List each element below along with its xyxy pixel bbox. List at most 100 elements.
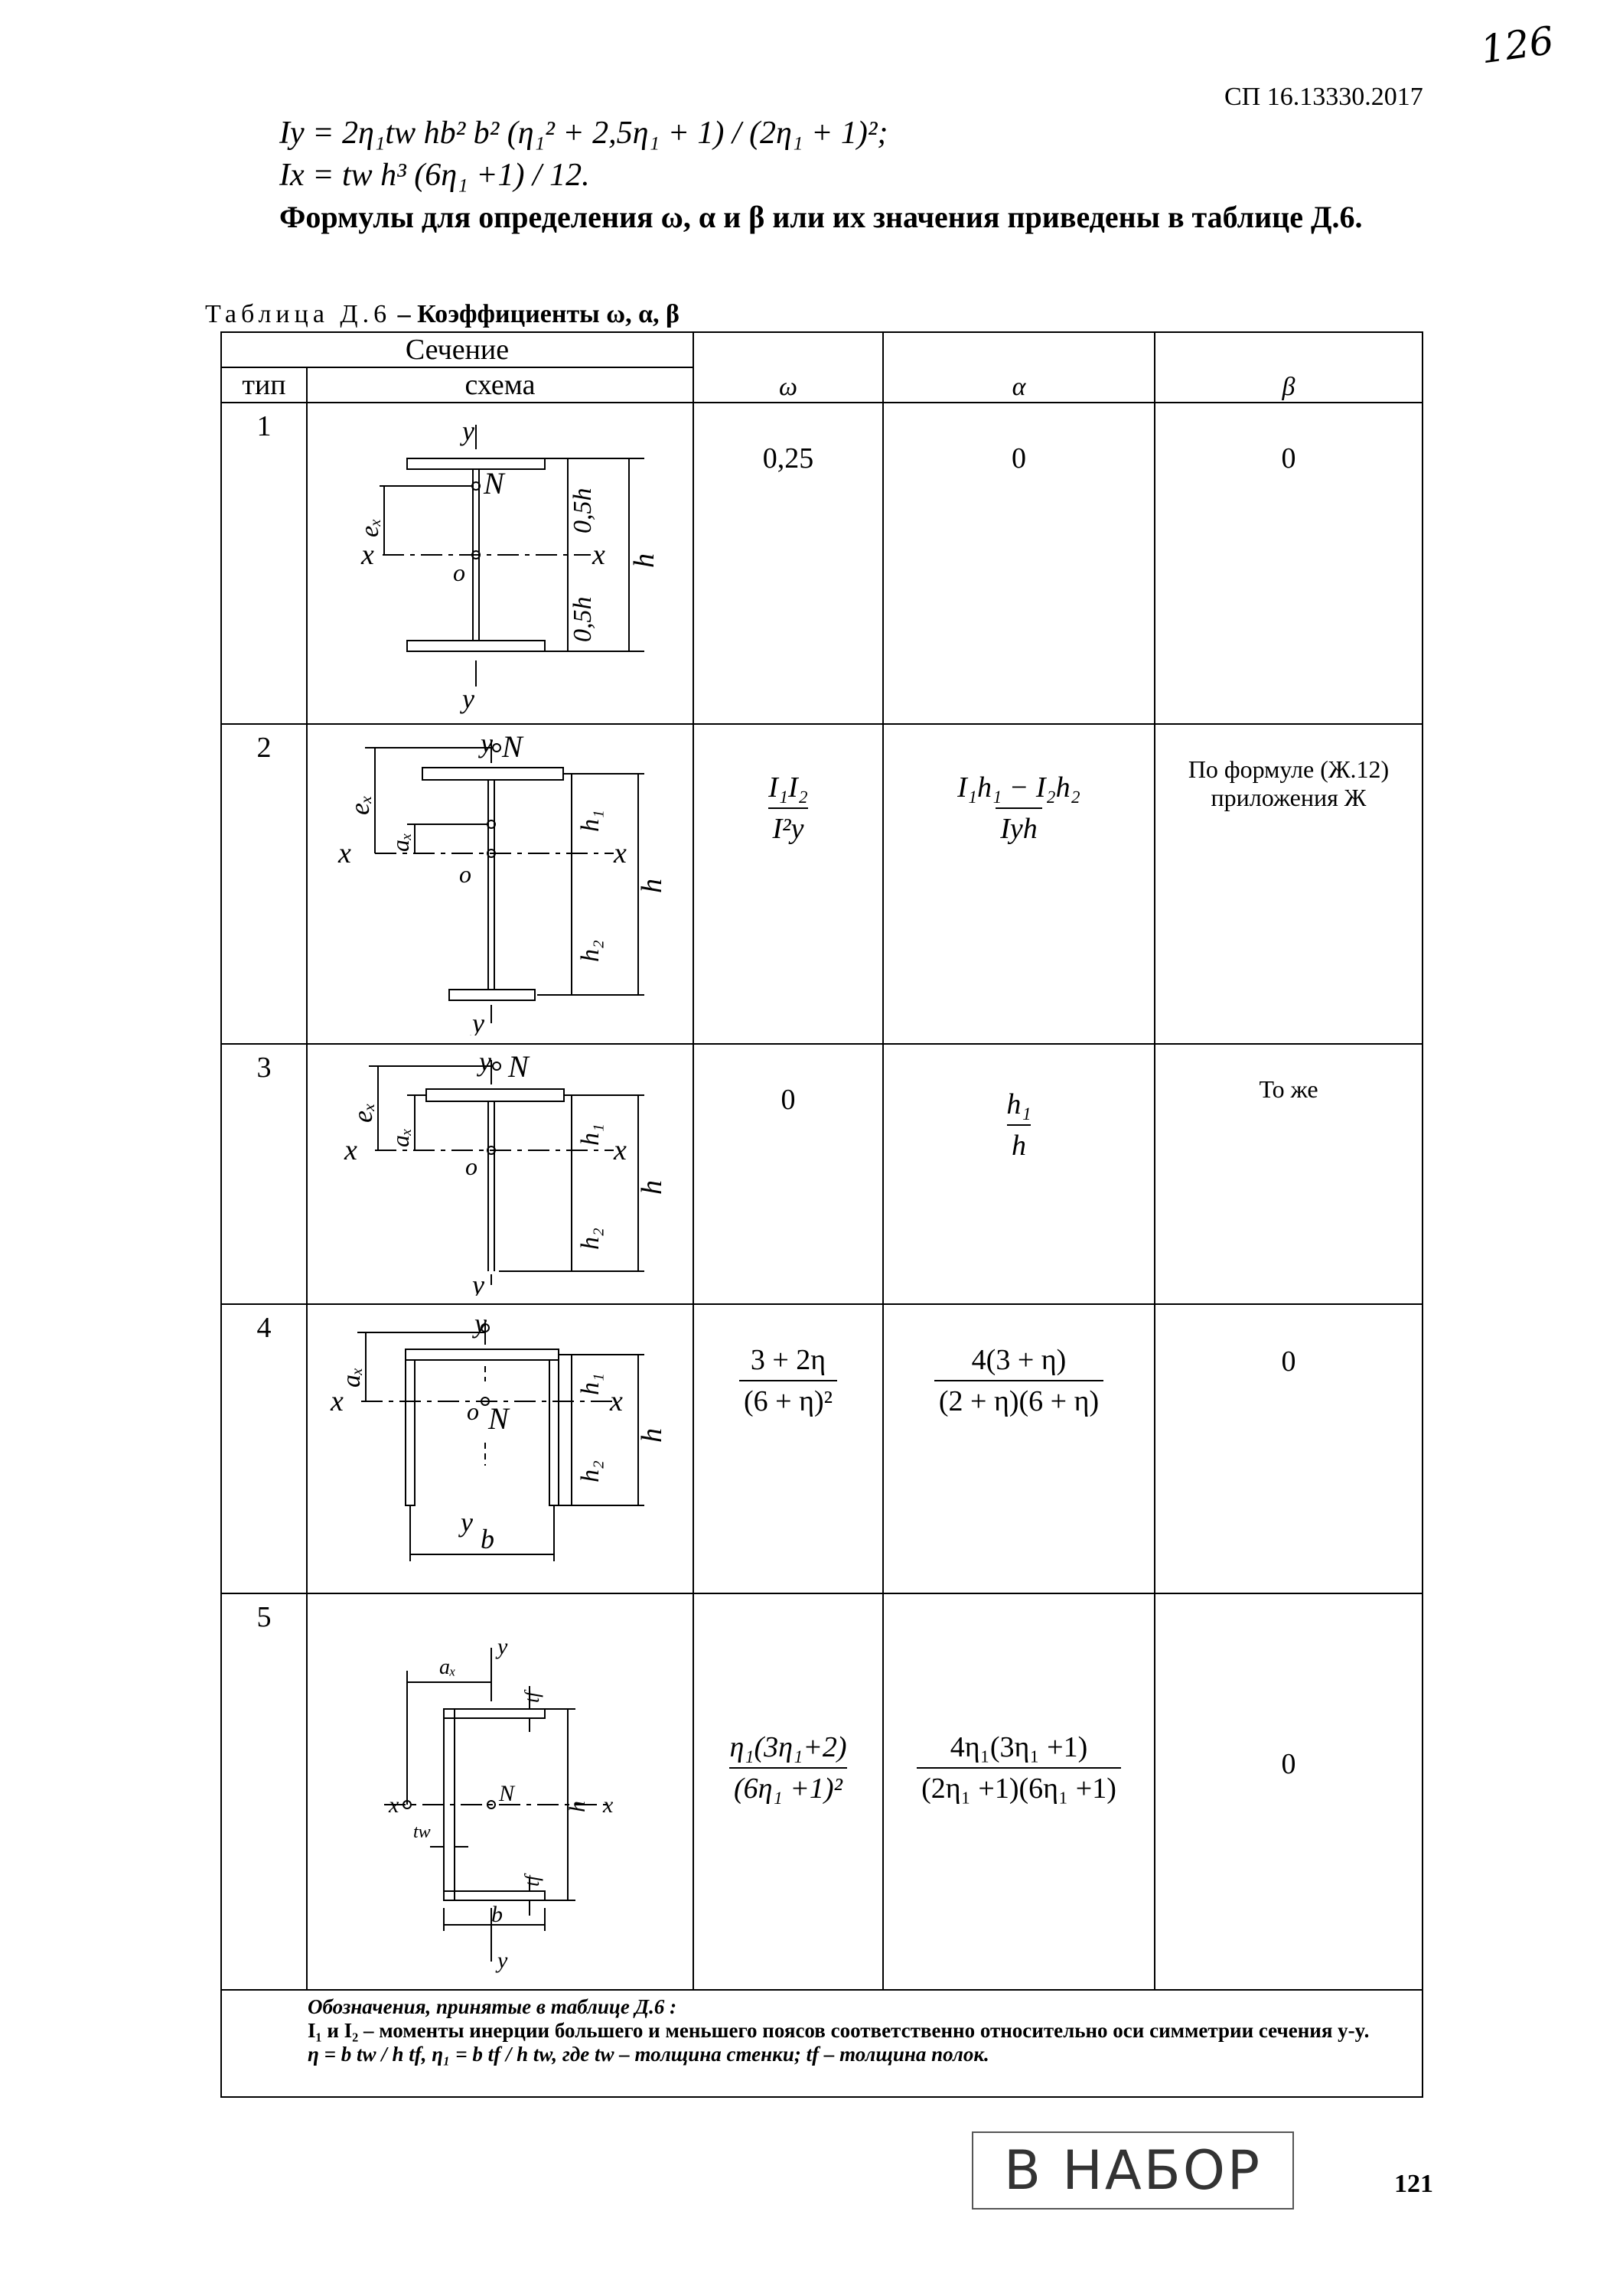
- scheme-cell: y y x x o N aₓ h₁ h₂ h b: [306, 1303, 694, 1594]
- label-ax: aₓ: [337, 1367, 366, 1388]
- omega-numerator: 3 + 2η: [750, 1344, 826, 1376]
- label-h: h: [636, 879, 668, 893]
- scheme-cell: y y x x N o eₓ 0,5h 0,5h h: [306, 402, 694, 725]
- omega-value: 0: [693, 1043, 884, 1305]
- table-caption-prefix: Таблица Д.6: [205, 300, 392, 328]
- row-type: 3: [220, 1043, 308, 1305]
- label-n: N: [483, 466, 506, 501]
- omega-numerator: I₁I₂: [768, 771, 808, 804]
- label-o: o: [453, 559, 465, 586]
- omega-numerator: η₁(3η₁+2): [729, 1731, 847, 1763]
- label-y-bottom: y: [470, 1270, 484, 1296]
- label-ax: aₓ: [386, 833, 414, 852]
- label-half-bottom: 0,5h: [569, 597, 597, 643]
- label-tf-bottom: tf: [521, 1873, 543, 1887]
- handwritten-page-number: 126: [1478, 18, 1557, 73]
- alpha-denominator: Iyh: [996, 807, 1042, 846]
- label-b: b: [491, 1902, 503, 1927]
- beta-value: 0: [1154, 402, 1423, 725]
- alpha-numerator: 4η₁(3η₁ +1): [950, 1731, 1088, 1763]
- alpha-numerator: 4(3 + η): [971, 1344, 1067, 1376]
- label-n: N: [487, 1401, 510, 1436]
- label-n: N: [498, 1781, 516, 1806]
- label-ax: aₓ: [386, 1128, 414, 1147]
- notes-row: Обозначения, принятые в таблице Д.6 : I₁…: [220, 1989, 1423, 2098]
- stamp: В НАБОР: [972, 2131, 1295, 2210]
- label-o: o: [467, 1397, 479, 1425]
- header-beta: β: [1154, 331, 1423, 403]
- label-y-bottom: y: [458, 1507, 473, 1538]
- table-caption-title: – Коэффициенты ω, α, β: [391, 300, 680, 328]
- omega-fraction: η₁(3η₁+2) (6η₁ +1)²: [725, 1730, 851, 1805]
- alpha-fraction: h₁ h: [1002, 1088, 1035, 1163]
- label-h1: h₁: [576, 1373, 605, 1395]
- alpha-denominator: (2η₁ +1)(6η₁ +1): [917, 1767, 1121, 1805]
- label-x-right: x: [602, 1792, 614, 1818]
- header-alpha: α: [882, 331, 1155, 403]
- omega-cell: I₁I₂ I²y: [693, 723, 884, 1045]
- alpha-numerator: I₁h₁ − I₂h₂: [957, 771, 1080, 804]
- label-y-top: y: [477, 1046, 491, 1077]
- label-y-top: y: [495, 1634, 508, 1659]
- omega-cell: η₁(3η₁+2) (6η₁ +1)²: [693, 1593, 884, 1991]
- alpha-fraction: I₁h₁ − I₂h₂ Iyh: [953, 771, 1085, 846]
- label-o: o: [465, 1153, 477, 1180]
- omega-fraction: 3 + 2η (6 + η)²: [738, 1343, 837, 1418]
- label-h1: h₁: [576, 1124, 605, 1146]
- label-n: N: [501, 729, 524, 764]
- beta-value: То же: [1154, 1043, 1423, 1305]
- alpha-cell: h₁ h: [882, 1043, 1155, 1305]
- label-x-left: x: [344, 1134, 357, 1166]
- scheme-2-diagram: y N y x x o eₓ aₓ h₁ h₂ h: [337, 728, 668, 1039]
- coefficients-table: Сечение ω α β тип схема 1: [220, 331, 1423, 2098]
- label-y-top: y: [460, 416, 474, 446]
- label-ex: eₓ: [347, 1103, 378, 1123]
- beta-value: 0: [1154, 1303, 1423, 1594]
- omega-cell: 3 + 2η (6 + η)²: [693, 1303, 884, 1594]
- label-x-left: x: [330, 1385, 344, 1417]
- label-ax: aₓ: [439, 1655, 456, 1679]
- label-y-top: y: [472, 1308, 487, 1339]
- scheme-cell: y y x x N aₓ tf tf tw h b: [306, 1593, 694, 1991]
- label-x-right: x: [613, 1134, 627, 1166]
- formula-description: Формулы для определения ω, α и β или их …: [279, 200, 1363, 234]
- label-o: o: [459, 860, 471, 888]
- formula-ix: Ix = tw h³ (6η₁ +1) / 12.: [279, 158, 590, 193]
- omega-denominator: (6η₁ +1)²: [729, 1767, 847, 1805]
- label-n: N: [507, 1049, 530, 1084]
- header-scheme: схема: [306, 367, 694, 403]
- label-h: h: [565, 1801, 590, 1812]
- omega-denominator: I²y: [768, 807, 809, 846]
- omega-value: 0,25: [693, 402, 884, 725]
- table-row: 3 y N y: [220, 1043, 1423, 1305]
- scheme-1-diagram: y y x x N o eₓ 0,5h 0,5h h: [356, 416, 660, 714]
- document-code: СП 16.13330.2017: [1224, 83, 1423, 111]
- beta-value: 0: [1154, 1593, 1423, 1991]
- label-b: b: [481, 1524, 494, 1554]
- label-ex: eₓ: [356, 518, 384, 537]
- row-type: 1: [220, 402, 308, 725]
- alpha-cell: 4η₁(3η₁ +1) (2η₁ +1)(6η₁ +1): [882, 1593, 1155, 1991]
- label-h2: h₂: [576, 940, 605, 962]
- row-type: 5: [220, 1593, 308, 1991]
- notes-title: Обозначения, принятые в таблице Д.6 :: [308, 1995, 677, 2018]
- label-tf-top: tf: [521, 1689, 543, 1703]
- notes-line-2: η = b tw / h tf, η₁ = b tf / h tw, где t…: [308, 2043, 989, 2066]
- label-h: h: [636, 1428, 668, 1443]
- table-caption: Таблица Д.6 – Коэффициенты ω, α, β: [205, 300, 680, 329]
- label-y-bottom: y: [470, 1008, 484, 1035]
- header-section: Сечение: [220, 331, 694, 368]
- label-y-bottom: y: [495, 1948, 508, 1973]
- scheme-3-diagram: y N y x x o eₓ aₓ h₁ h₂ h: [344, 1046, 668, 1300]
- beta-value: По формуле (Ж.12) приложения Ж: [1154, 723, 1423, 1045]
- label-h: h: [636, 1180, 668, 1195]
- label-x-right: x: [609, 1385, 623, 1417]
- notes-line-1: I₁ и I₂ – моменты инерции большего и мен…: [308, 2019, 1370, 2042]
- row-type: 2: [220, 723, 308, 1045]
- label-half-top: 0,5h: [569, 488, 597, 534]
- alpha-denominator: (2 + η)(6 + η): [934, 1380, 1104, 1418]
- header-omega: ω: [693, 331, 884, 403]
- table-row: 2 y N: [220, 723, 1423, 1045]
- notes-cell: Обозначения, принятые в таблице Д.6 : I₁…: [220, 1989, 1423, 2098]
- label-tw: tw: [413, 1822, 431, 1842]
